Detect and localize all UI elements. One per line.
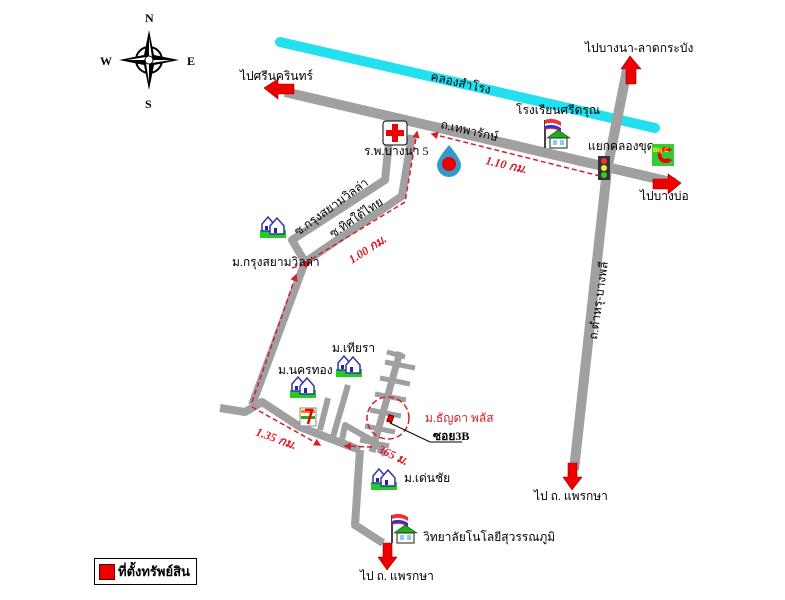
compass-rose-icon xyxy=(119,30,179,90)
arrow-south-right-icon xyxy=(562,462,583,491)
distance-2: 1.00 กม. xyxy=(346,232,389,267)
college-icon xyxy=(391,512,418,544)
hospital-label: ร.พ.บางนา 5 xyxy=(364,144,429,158)
canal xyxy=(275,37,660,133)
bigc-logo-icon: Big C xyxy=(652,144,674,166)
junction-label: แยกคลองขุด xyxy=(588,139,654,154)
village-dechai-label: ม.เด่นชัย xyxy=(404,471,450,485)
soi3b-label: ซอย3B xyxy=(433,429,469,443)
arrow-west-icon xyxy=(263,78,295,100)
village-nakhonthong-icon xyxy=(289,376,317,399)
compass-west: W xyxy=(100,54,112,68)
village-krungsiam-icon xyxy=(259,216,287,239)
seven-eleven-icon xyxy=(299,407,317,427)
legend: ที่ตั้งทรัพย์สิน xyxy=(94,558,197,585)
arrow-east-icon xyxy=(652,173,682,195)
leader-line xyxy=(389,422,462,443)
village-krungsiam-label: ม.กรุงสยามวิลล่า xyxy=(232,255,320,270)
traffic-light-icon xyxy=(598,156,610,180)
canal-label: คลองสำโรง xyxy=(429,69,492,96)
arrow-north-icon xyxy=(620,55,642,85)
compass-north: N xyxy=(145,11,154,25)
distance-3: 1.35 กม. xyxy=(254,425,298,453)
property-legend-icon xyxy=(99,563,115,580)
direction-arrows xyxy=(263,55,682,571)
legend-label: ที่ตั้งทรัพย์สิน xyxy=(118,564,190,579)
village-dechai-icon xyxy=(370,468,398,491)
arrow-south-bottom-icon xyxy=(377,542,398,571)
school-icon xyxy=(544,117,571,149)
target-circle xyxy=(366,396,410,440)
svg-text:Big C: Big C xyxy=(653,148,669,154)
village-thiera-icon xyxy=(335,355,363,378)
to-praeksa-bottom-label: ไป ถ. แพรกษา xyxy=(359,569,434,583)
to-bangna-label: ไปบางนา-ลาดกระบัง xyxy=(584,41,693,55)
target-label: ม.ธัญดา พลัส xyxy=(425,411,494,425)
village-nakhonthong-label: ม.นครทอง xyxy=(278,363,333,377)
college-label: วิทยาลัยโนโลยีสุวรรณภูมิ xyxy=(423,530,555,545)
distance-lines xyxy=(251,130,601,450)
to-bangbo-label: ไปบางบ่อ xyxy=(639,189,689,203)
to-praeksa-right-label: ไป ถ. แพรกษา xyxy=(533,489,608,503)
compass-south: S xyxy=(145,97,152,111)
village-thiera-label: ม.เทียรา xyxy=(332,341,375,355)
distance-4: 365 ม. xyxy=(375,442,411,469)
to-srinakarin-label: ไปศรีนครินทร์ xyxy=(239,69,314,83)
hospital-icon xyxy=(382,120,408,146)
compass-east: E xyxy=(187,54,195,68)
gas-station-icon xyxy=(437,145,461,177)
property-marker-icon xyxy=(386,413,395,424)
school-label: โรงเรียนศรีดรุณ xyxy=(516,103,600,118)
